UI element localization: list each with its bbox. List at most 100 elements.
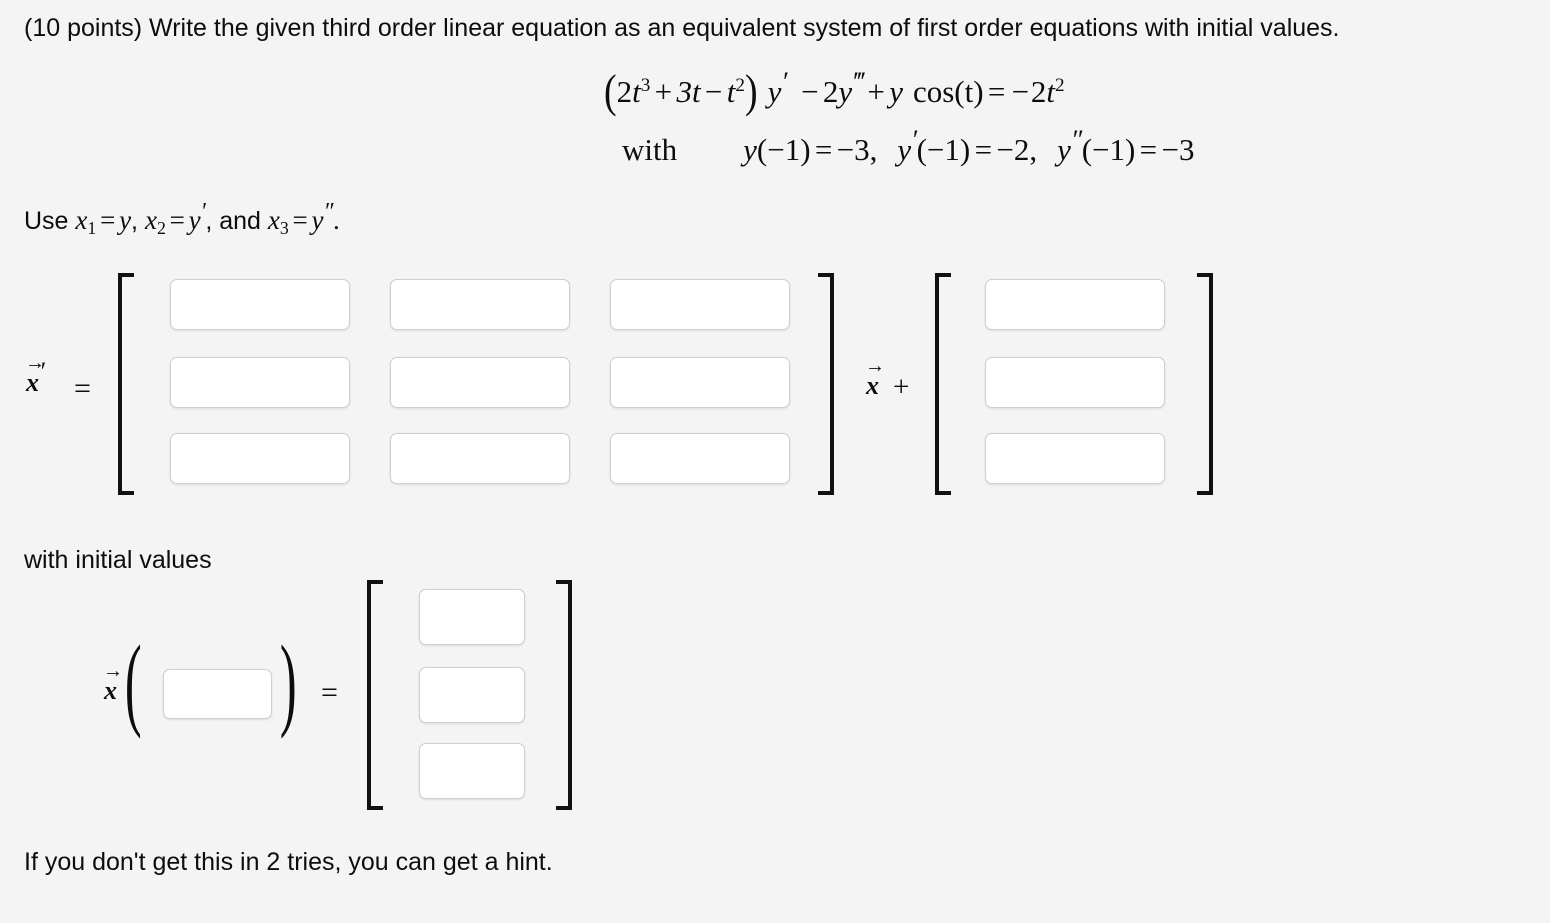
matrix-input-r1c1[interactable] — [170, 279, 350, 330]
x1-equals: = — [100, 205, 116, 235]
y-first-prime: ′ — [781, 66, 787, 97]
substitution-instruction: Use x1=y, x2=y′, and x3=y″. — [24, 200, 340, 238]
x-letter-iv: x — [104, 676, 117, 705]
y-third: y — [838, 74, 853, 110]
exp-2: 2 — [735, 74, 745, 96]
x2-value-prime: ′ — [200, 199, 206, 226]
sep-2: , and — [205, 207, 268, 235]
ic2-value: −2 — [996, 132, 1030, 167]
ic3-value: −3 — [1161, 132, 1195, 167]
ic1-value: −3 — [836, 132, 870, 167]
sep-1: , — [131, 207, 145, 235]
rhs-coef-2: 2 — [1030, 74, 1047, 110]
y-third-prime: ‴ — [852, 66, 864, 97]
vector-input-r2[interactable] — [985, 357, 1165, 408]
initial-values-label: with initial values — [24, 546, 212, 574]
vector-input-r3[interactable] — [985, 433, 1165, 484]
ic3-fn: y — [1057, 132, 1071, 167]
matrix-input-r2c2[interactable] — [390, 357, 570, 408]
initial-value-input-r2[interactable] — [419, 667, 525, 723]
x-vector-symbol-iv: →x — [103, 661, 123, 705]
ic3-prime: ″ — [1070, 124, 1082, 155]
plus-op: + — [654, 74, 673, 110]
coef-2: 2 — [616, 74, 633, 110]
x2-symbol: x — [144, 205, 157, 235]
x2-equals: = — [169, 205, 185, 235]
rhs-t: t — [1046, 74, 1056, 110]
y-cos-factor: y — [889, 74, 903, 110]
rhs-minus: − — [1011, 74, 1030, 110]
x1-value: y — [119, 205, 132, 235]
x2-value: y — [188, 205, 201, 235]
iv-open-paren: ( — [124, 625, 142, 741]
matrix-input-r2c1[interactable] — [170, 357, 350, 408]
coef-2b: 2 — [822, 74, 839, 110]
vector-arrow-icon-iv: → — [103, 660, 123, 682]
x1-subscript: 1 — [87, 217, 97, 238]
vector-arrow-icon-middle: → — [865, 355, 885, 377]
iv-equals: = — [321, 676, 338, 709]
plus-op-2: + — [867, 74, 885, 110]
iv-vector-symbol: →x — [103, 661, 123, 705]
ic1-arg: (−1) — [756, 132, 811, 167]
with-label: with — [622, 132, 678, 167]
rhs-exp-2: 2 — [1055, 74, 1065, 96]
x1-symbol: x — [75, 205, 88, 235]
ic2-prime: ′ — [911, 124, 917, 155]
minus-op-2: − — [801, 74, 819, 110]
use-label: Use — [24, 207, 76, 235]
open-paren: ( — [604, 66, 617, 118]
x-letter-middle: x — [866, 371, 879, 400]
ic3-arg: (−1) — [1081, 132, 1136, 167]
system-middle-vector: →x — [865, 356, 885, 400]
ic2-comma: , — [1029, 132, 1038, 167]
term-t: t — [726, 74, 736, 110]
vector-left-bracket — [935, 273, 951, 495]
iv-close-paren: ) — [279, 625, 297, 741]
period: . — [332, 205, 340, 235]
x3-value-prime: ″ — [323, 199, 334, 226]
x-vector-symbol: →x — [25, 353, 45, 397]
system-equals: = — [74, 372, 91, 405]
hint-text: If you don't get this in 2 tries, you ca… — [24, 848, 553, 876]
matrix-input-r2c3[interactable] — [610, 357, 790, 408]
system-plus: + — [893, 371, 910, 403]
equals-op: = — [987, 74, 1006, 110]
ic1-fn: y — [743, 132, 757, 167]
matrix-left-bracket — [118, 273, 134, 495]
matrix-input-r3c2[interactable] — [390, 433, 570, 484]
matrix-right-bracket — [818, 273, 834, 495]
var-t: t — [632, 74, 641, 110]
vector-input-r1[interactable] — [985, 279, 1165, 330]
x3-value: y — [311, 205, 324, 235]
initial-time-input[interactable] — [163, 669, 272, 719]
exp-3: 3 — [640, 74, 651, 96]
ic2-arg: (−1) — [916, 132, 971, 167]
x-vector-symbol-middle: →x — [865, 356, 885, 400]
matrix-input-r3c3[interactable] — [610, 433, 790, 484]
x3-equals: = — [292, 205, 308, 235]
ic2-equals: = — [974, 132, 993, 167]
ic3-equals: = — [1139, 132, 1158, 167]
iv-right-bracket — [556, 580, 572, 810]
initial-value-input-r3[interactable] — [419, 743, 525, 799]
minus-op: − — [704, 74, 723, 110]
x-letter: x — [26, 368, 39, 397]
vector-arrow-icon: → — [25, 352, 45, 374]
x2-subscript: 2 — [156, 217, 166, 238]
x3-symbol: x — [267, 205, 280, 235]
initial-value-input-r1[interactable] — [419, 589, 525, 645]
term-3t: 3t — [676, 74, 701, 110]
x-prime: ′ — [39, 357, 45, 387]
cos-term: cos(t) — [912, 74, 984, 110]
matrix-input-r1c3[interactable] — [610, 279, 790, 330]
matrix-input-r3c1[interactable] — [170, 433, 350, 484]
ic1-equals: = — [814, 132, 833, 167]
x3-subscript: 3 — [279, 217, 289, 238]
matrix-input-r1c2[interactable] — [390, 279, 570, 330]
ic2-fn: y — [897, 132, 912, 167]
question-prompt: (10 points) Write the given third order … — [24, 14, 1340, 42]
close-paren: ) — [744, 66, 758, 118]
system-lhs: →x′ — [25, 353, 45, 397]
